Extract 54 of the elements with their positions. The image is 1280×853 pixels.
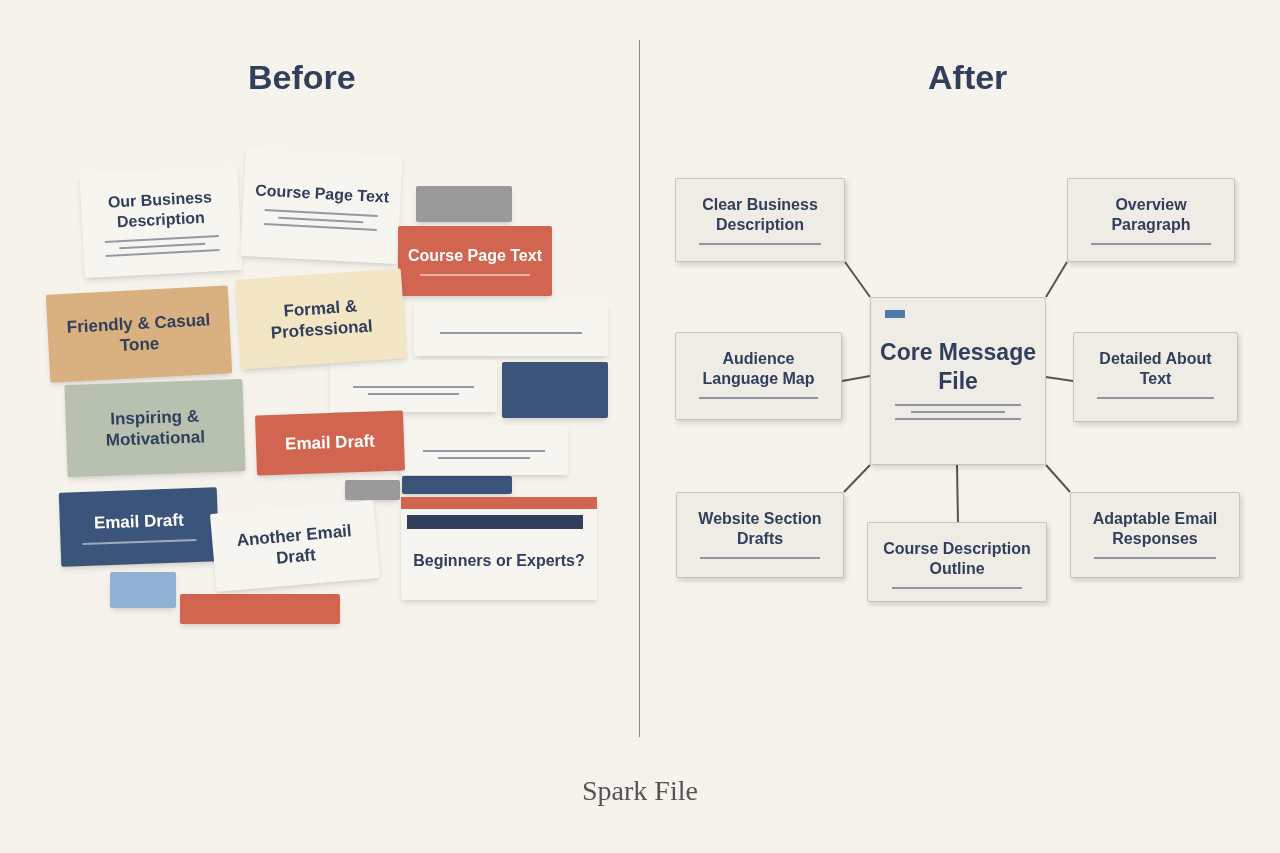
card-text: Adaptable Email Responses bbox=[1091, 509, 1219, 549]
note-card bbox=[240, 147, 403, 265]
topic-card bbox=[1067, 178, 1235, 262]
topic-card bbox=[1070, 492, 1240, 578]
card-text: Detailed About Text bbox=[1098, 349, 1213, 389]
card-text: Course Page Text bbox=[408, 246, 542, 266]
card-text: Email Draft bbox=[93, 509, 185, 535]
connector-line bbox=[1045, 261, 1068, 298]
card-text: Email Draft bbox=[284, 430, 376, 456]
card-text: Inspiring & Motivational bbox=[104, 405, 207, 452]
connector-line bbox=[844, 261, 871, 298]
blank-card bbox=[502, 362, 608, 418]
note-card bbox=[398, 226, 552, 296]
card-text: Formal & Professional bbox=[269, 295, 375, 345]
card-text: Beginners or Experts? bbox=[413, 550, 585, 571]
panel-heading: After bbox=[928, 57, 1008, 98]
note-card bbox=[79, 165, 243, 279]
blank-card bbox=[110, 572, 176, 608]
note-card bbox=[58, 487, 220, 567]
blank-card bbox=[402, 476, 512, 494]
topic-card bbox=[676, 492, 844, 578]
card-text: Course Description Outline bbox=[882, 539, 1032, 579]
connector-line bbox=[956, 464, 959, 523]
topic-card bbox=[1073, 332, 1238, 422]
card-text: Clear Business Description bbox=[701, 195, 819, 235]
note-card bbox=[45, 285, 233, 383]
topic-card bbox=[675, 178, 845, 262]
note-card bbox=[401, 497, 597, 600]
blank-card bbox=[414, 302, 608, 356]
blank-card bbox=[180, 594, 340, 624]
topic-card bbox=[675, 332, 842, 420]
card-text: Audience Language Map bbox=[701, 349, 816, 389]
card-text: Another Email Draft bbox=[234, 519, 354, 570]
blank-card bbox=[400, 425, 568, 475]
blank-card bbox=[416, 186, 512, 222]
note-card bbox=[255, 410, 405, 476]
card-text: Our Business Description bbox=[106, 187, 214, 233]
note-card bbox=[235, 268, 407, 370]
blank-card bbox=[345, 480, 400, 500]
blank-card bbox=[330, 360, 497, 412]
connector-line bbox=[841, 375, 871, 382]
connector-line bbox=[843, 464, 871, 493]
card-text: Core Message File bbox=[879, 338, 1037, 396]
topic-card bbox=[870, 297, 1046, 465]
connector-line bbox=[1045, 376, 1074, 382]
note-card bbox=[64, 378, 246, 478]
caption: Spark File bbox=[581, 774, 699, 808]
card-text: Website Section Drafts bbox=[697, 509, 823, 549]
card-text: Friendly & Casual Tone bbox=[65, 309, 212, 357]
card-text: Overview Paragraph bbox=[1110, 195, 1192, 235]
connector-line bbox=[1045, 464, 1071, 493]
card-text: Course Page Text bbox=[254, 180, 390, 208]
topic-card bbox=[867, 522, 1047, 602]
panel-heading: Before bbox=[248, 57, 356, 98]
